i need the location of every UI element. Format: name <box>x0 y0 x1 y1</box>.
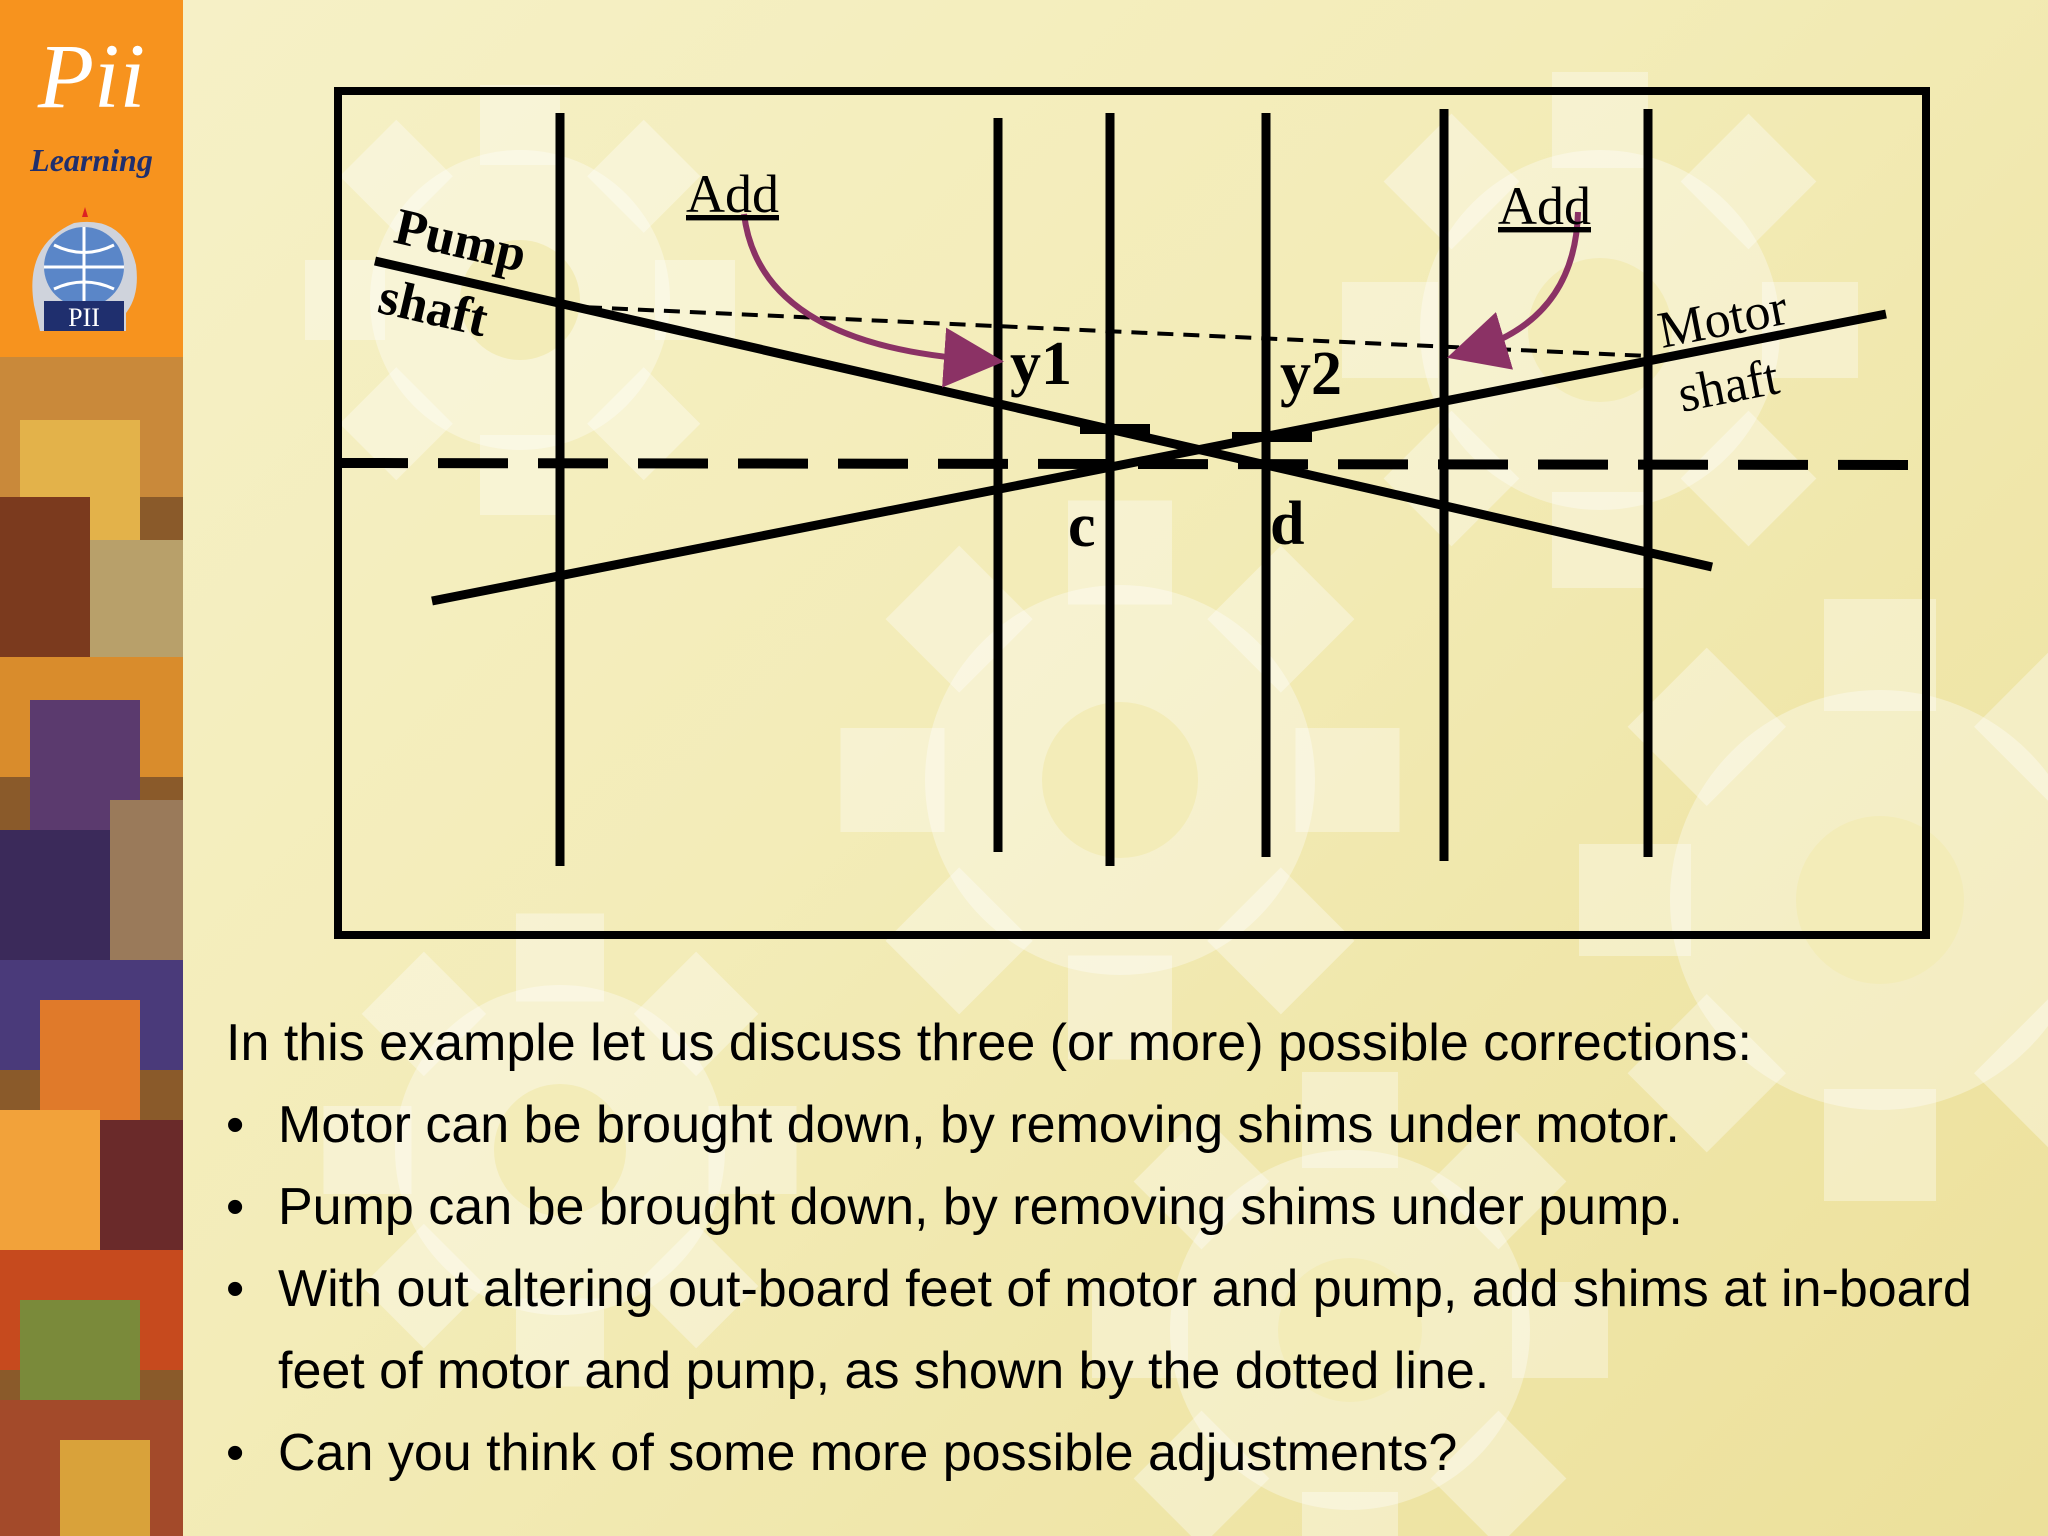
y1-label: y1 <box>1010 330 1072 398</box>
motor-label: Motor <box>1653 279 1791 360</box>
logo-emblem-text: PII <box>68 303 100 332</box>
add-arrow-right <box>1446 211 1581 370</box>
slide-body: In this example let us discuss three (or… <box>226 1002 2006 1494</box>
sidebar: Pii Learning PII <box>0 0 183 1536</box>
y2-label: y2 <box>1280 340 1342 408</box>
add-label-left: Add <box>686 164 779 224</box>
motor-shaft-label: shaft <box>1673 348 1784 423</box>
add-label-right: Add <box>1498 176 1591 236</box>
centerline-dashed <box>337 458 1927 470</box>
globe-head-icon: PII <box>32 207 137 332</box>
bullet-list: Motor can be brought down, by removing s… <box>226 1084 2006 1494</box>
add-arrow-left <box>741 213 1004 388</box>
diagram-frame <box>334 87 1930 939</box>
sidebar-mosaic <box>0 357 183 1536</box>
logo: Pii Learning PII <box>0 0 183 357</box>
intro-text: In this example let us discuss three (or… <box>226 1014 1752 1072</box>
pump-shaft-line <box>373 256 1714 572</box>
point-d-label: d <box>1270 490 1304 558</box>
bullet-item: Pump can be brought down, by removing sh… <box>226 1166 2006 1248</box>
bullet-item: Motor can be brought down, by removing s… <box>226 1084 2006 1166</box>
motor-shaft-line <box>431 309 1887 606</box>
point-c-label: c <box>1068 492 1096 560</box>
logo-title: Pii <box>37 25 146 127</box>
bullet-item: With out altering out-board feet of moto… <box>226 1248 2006 1412</box>
bullet-item: Can you think of some more possible adju… <box>226 1412 2006 1494</box>
coupling-markers <box>1080 424 1312 442</box>
logo-subtitle: Learning <box>30 142 153 178</box>
